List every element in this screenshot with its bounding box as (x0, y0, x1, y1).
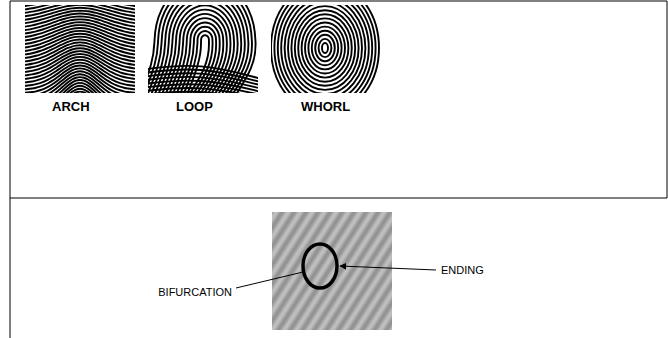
whorl-print (271, 5, 379, 93)
leader-line (236, 272, 303, 288)
pattern-name: WHORL (301, 100, 350, 113)
loop-print (148, 5, 258, 93)
pattern-name: LOOP (176, 100, 213, 113)
ridge-closeup (272, 212, 392, 330)
pattern-name: ARCH (52, 100, 90, 113)
feature-label: BIFURCATION (158, 287, 232, 298)
feature-circle (303, 244, 337, 288)
leader-arrow (340, 266, 436, 270)
feature-label: ENDING (441, 265, 484, 276)
arch-print (25, 5, 135, 93)
